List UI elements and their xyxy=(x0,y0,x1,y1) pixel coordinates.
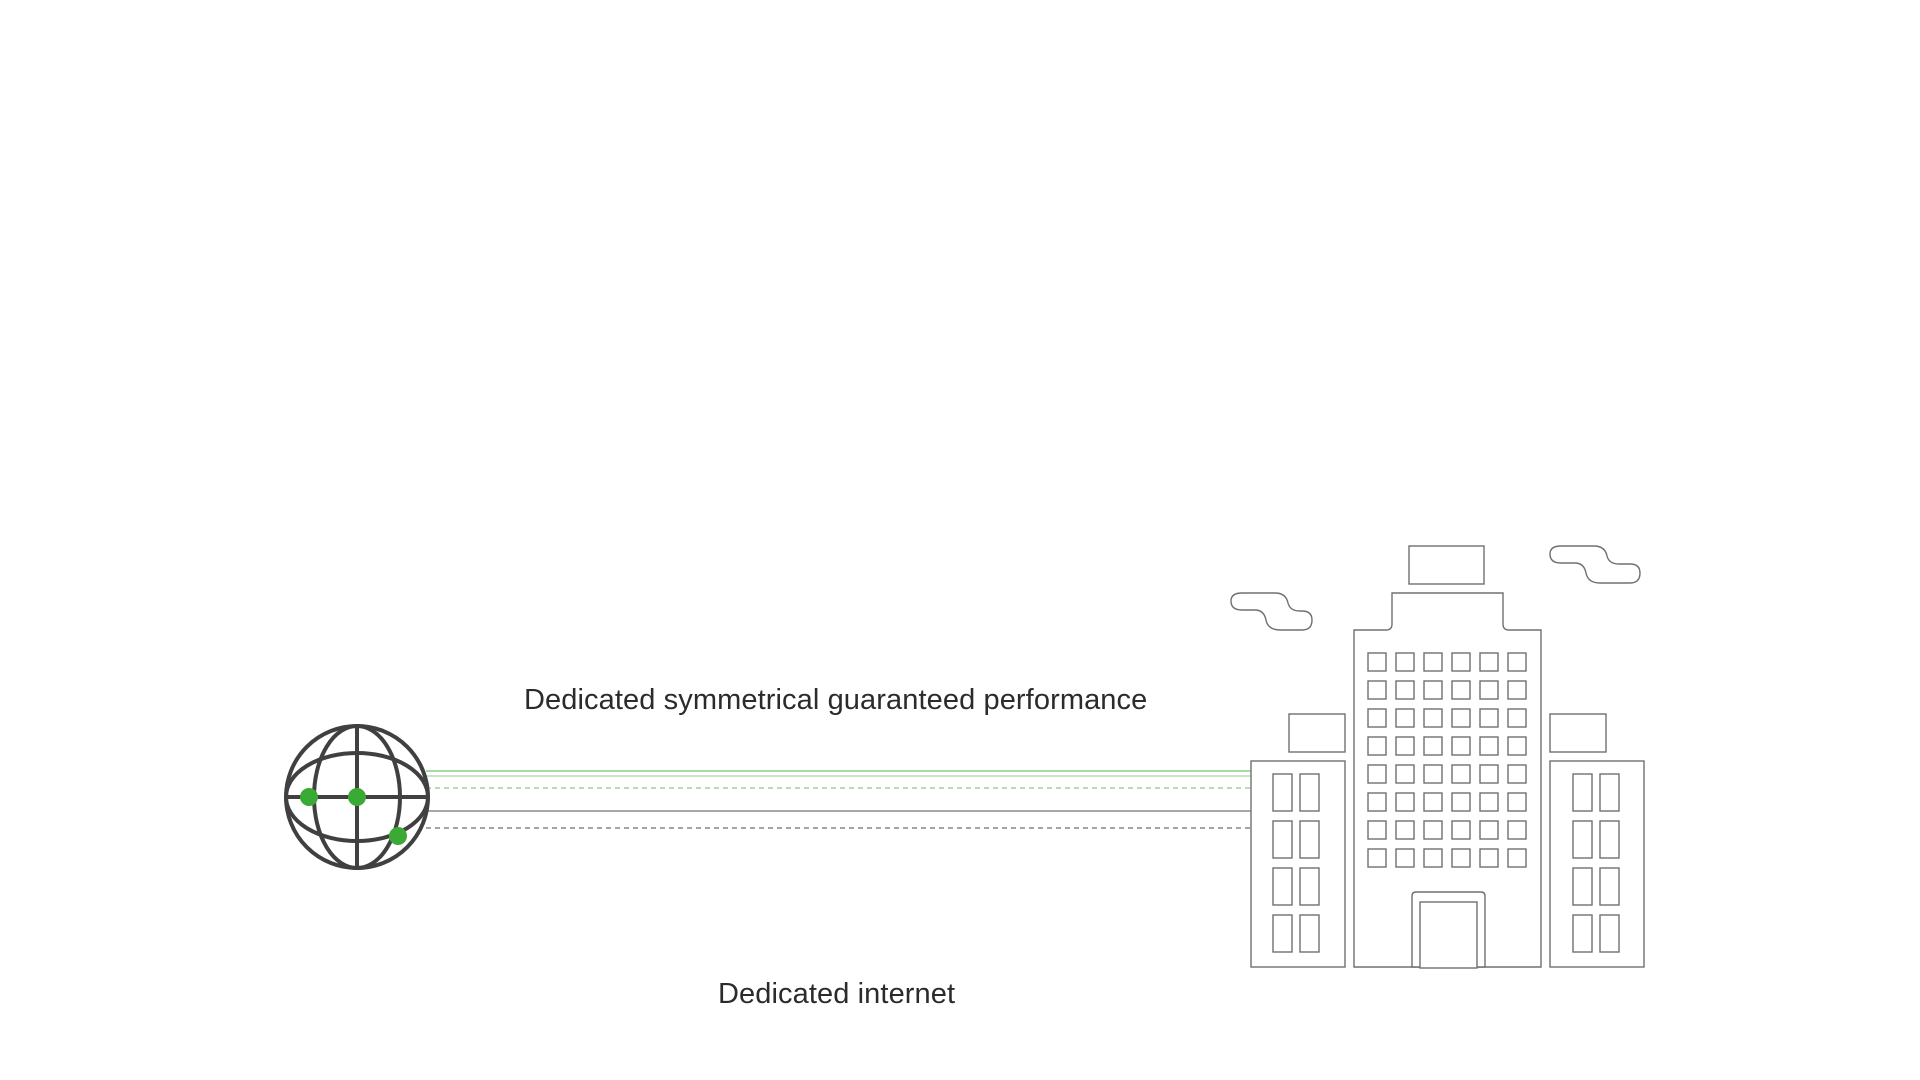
window xyxy=(1451,848,1471,868)
window xyxy=(1451,680,1471,700)
window xyxy=(1599,914,1620,953)
window xyxy=(1479,764,1499,784)
window xyxy=(1507,736,1527,756)
window xyxy=(1423,736,1443,756)
window xyxy=(1451,820,1471,840)
window xyxy=(1299,867,1320,906)
tower-windows xyxy=(1367,652,1527,868)
window xyxy=(1395,736,1415,756)
window xyxy=(1423,848,1443,868)
wing-windows xyxy=(1272,773,1620,953)
window xyxy=(1299,914,1320,953)
window xyxy=(1367,652,1387,672)
window xyxy=(1395,652,1415,672)
window xyxy=(1272,867,1293,906)
window xyxy=(1451,652,1471,672)
window xyxy=(1367,708,1387,728)
window xyxy=(1367,736,1387,756)
window xyxy=(1599,820,1620,859)
cloud-icon xyxy=(1230,592,1313,631)
network-node xyxy=(389,827,407,845)
window xyxy=(1367,764,1387,784)
bottom-connection-label: Dedicated internet xyxy=(718,978,956,1010)
window xyxy=(1423,708,1443,728)
window xyxy=(1479,652,1499,672)
connection-lines xyxy=(426,770,1252,829)
window xyxy=(1599,867,1620,906)
top-connection-label: Dedicated symmetrical guaranteed perform… xyxy=(524,684,1148,716)
window xyxy=(1572,867,1593,906)
window xyxy=(1479,680,1499,700)
window xyxy=(1367,820,1387,840)
window xyxy=(1367,680,1387,700)
window xyxy=(1507,848,1527,868)
cloud-icon xyxy=(1549,545,1641,584)
window xyxy=(1423,652,1443,672)
window xyxy=(1395,680,1415,700)
window xyxy=(1367,792,1387,812)
window xyxy=(1507,708,1527,728)
window xyxy=(1395,792,1415,812)
window xyxy=(1599,773,1620,812)
window xyxy=(1272,914,1293,953)
window xyxy=(1423,764,1443,784)
window xyxy=(1451,764,1471,784)
window xyxy=(1451,708,1471,728)
window xyxy=(1479,708,1499,728)
window xyxy=(1572,773,1593,812)
window xyxy=(1507,792,1527,812)
globe-network-icon xyxy=(284,724,430,870)
window xyxy=(1507,652,1527,672)
window xyxy=(1272,773,1293,812)
window xyxy=(1423,820,1443,840)
network-node xyxy=(348,788,366,806)
window xyxy=(1423,792,1443,812)
window xyxy=(1479,848,1499,868)
window xyxy=(1451,736,1471,756)
window xyxy=(1507,820,1527,840)
window xyxy=(1479,792,1499,812)
window xyxy=(1507,764,1527,784)
window xyxy=(1507,680,1527,700)
window xyxy=(1451,792,1471,812)
window xyxy=(1395,764,1415,784)
window xyxy=(1479,736,1499,756)
window xyxy=(1395,820,1415,840)
window xyxy=(1272,820,1293,859)
network-node xyxy=(300,788,318,806)
window xyxy=(1572,914,1593,953)
window xyxy=(1395,848,1415,868)
window xyxy=(1395,708,1415,728)
window xyxy=(1423,680,1443,700)
window xyxy=(1299,820,1320,859)
window xyxy=(1479,820,1499,840)
window xyxy=(1367,848,1387,868)
office-building-icon xyxy=(1250,545,1645,969)
window xyxy=(1299,773,1320,812)
window xyxy=(1572,820,1593,859)
